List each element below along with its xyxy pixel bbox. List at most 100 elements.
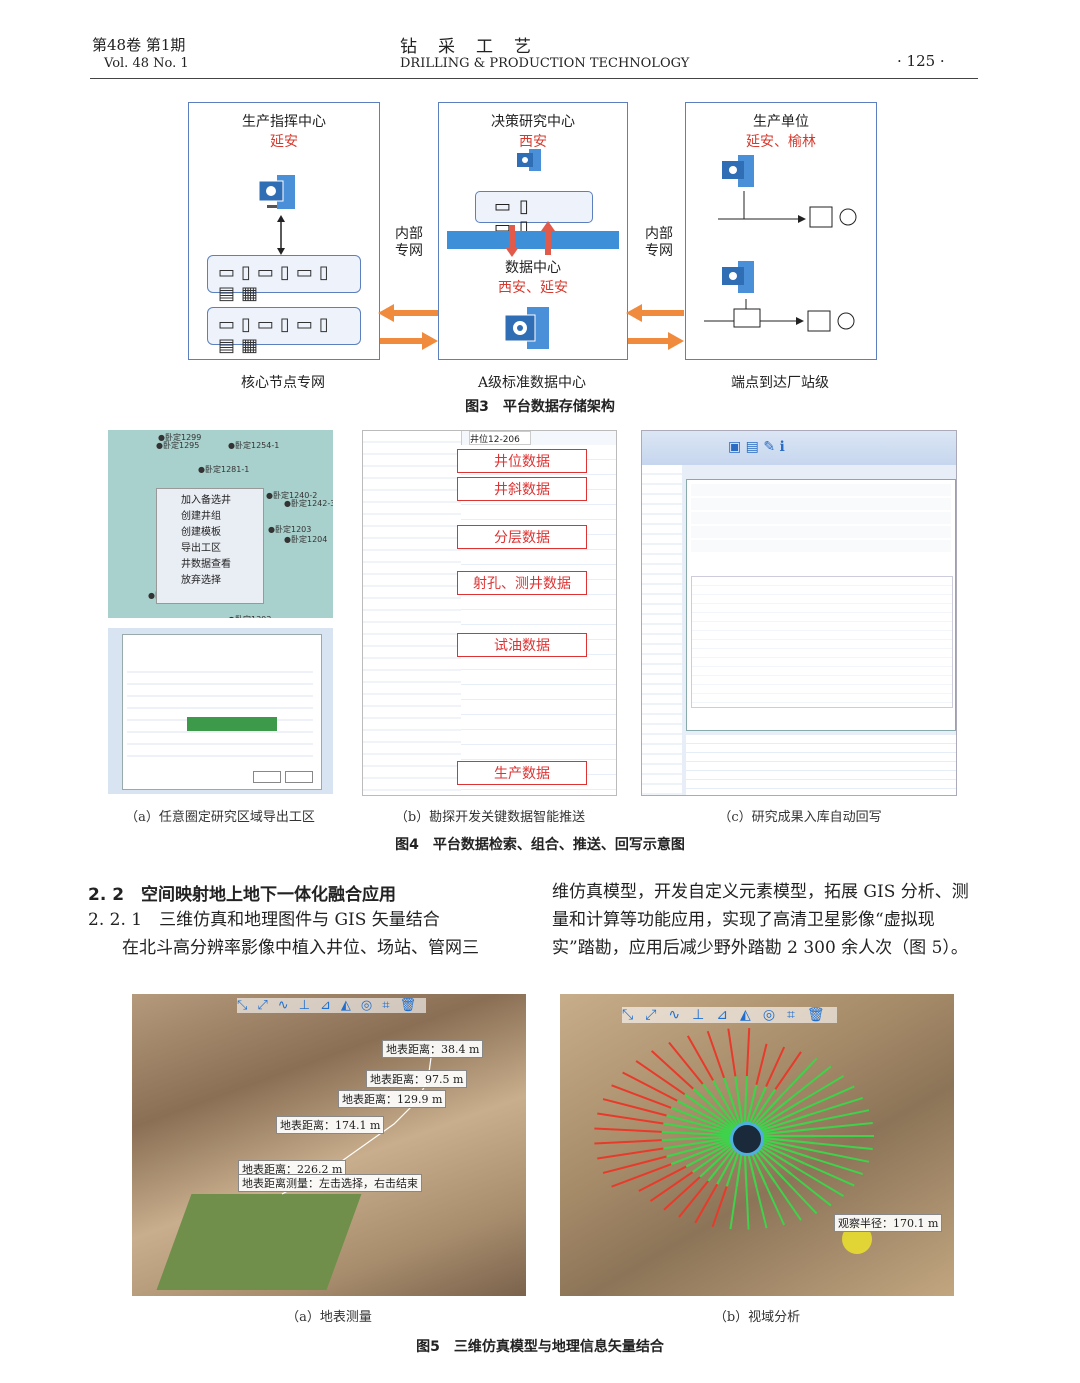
hidden-ray xyxy=(622,1071,678,1102)
data-callout: 井位数据 xyxy=(457,449,587,473)
hidden-ray xyxy=(727,1028,737,1077)
hidden-ray xyxy=(678,1180,710,1218)
hidden-ray xyxy=(611,1084,672,1109)
curve-list xyxy=(127,661,313,765)
hidden-ray xyxy=(745,1028,751,1077)
camera-link-icon xyxy=(718,191,857,228)
hidden-ray xyxy=(638,1165,687,1192)
hidden-ray xyxy=(611,1163,672,1188)
hidden-ray xyxy=(686,1035,714,1081)
right-box-title: 生产单位 xyxy=(753,114,809,130)
bottom-left-label: 核心节点专网 xyxy=(241,375,325,391)
figure-4b-caption: （b）勘探开发关键数据智能推送 xyxy=(394,810,586,825)
data-bus-band xyxy=(447,231,619,249)
hidden-ray xyxy=(791,1173,832,1207)
data-push-panel: 井位12-206 井位数据井斜数据分层数据射孔、测井数据试油数据生产数据 xyxy=(362,430,617,796)
data-tree xyxy=(363,431,462,795)
red-arrows-icon xyxy=(505,221,555,257)
map-well-label[interactable]: ●卧定1242-3 xyxy=(284,499,333,508)
context-menu-item[interactable]: 放弃选择 xyxy=(181,575,221,586)
checkbox-list[interactable] xyxy=(691,576,953,708)
hidden-ray xyxy=(783,1178,818,1215)
hidden-ray xyxy=(745,1187,750,1230)
hidden-ray xyxy=(774,1051,802,1090)
figure-4a-caption: （a）任意圈定研究区域导出工区 xyxy=(125,810,315,825)
hidden-ray xyxy=(755,1186,768,1229)
map-well-label[interactable]: ●卧定1254-1 xyxy=(228,441,280,450)
eye-icon xyxy=(730,1122,764,1156)
section-heading: 2. 2 空间映射地上地下一体化融合应用 xyxy=(88,885,397,905)
map-well-label[interactable]: ●卧定1204 xyxy=(284,535,328,544)
hidden-ray xyxy=(812,1149,870,1163)
left-tree xyxy=(642,465,682,795)
context-menu-item[interactable]: 创建井组 xyxy=(181,511,221,522)
paragraph-left: 在北斗高分辨率影像中植入井位、场站、管网三 xyxy=(122,938,479,958)
measure-label: 地表距离：174.1 m xyxy=(276,1116,385,1134)
figure-5b-caption: （b）视域分析 xyxy=(713,1310,801,1325)
bidirectional-arrow-icon xyxy=(277,215,285,255)
hidden-ray xyxy=(706,1030,725,1079)
progress-bar xyxy=(187,717,277,731)
journal-cn: 钻 采 工 艺 xyxy=(400,37,533,57)
context-menu-item[interactable]: 加入备选井 xyxy=(181,495,231,506)
hidden-ray xyxy=(765,1046,786,1087)
tab-well[interactable]: 井位12-206 xyxy=(469,431,531,445)
map-well-label[interactable]: ●卧定1299 xyxy=(158,433,202,442)
router-camera-icon xyxy=(704,299,855,332)
export-dialog-panel xyxy=(108,628,333,794)
paragraph-right-3: 实”踏勘，应用后减少野外踏勘 2 300 余人次（图 5）。 xyxy=(552,938,968,958)
cancel-button[interactable] xyxy=(285,771,313,783)
context-menu-item[interactable]: 井数据查看 xyxy=(181,559,231,570)
data-callout: 射孔、测井数据 xyxy=(457,571,587,595)
map-well-label[interactable]: ●卧定1203 xyxy=(268,525,312,534)
data-center-label: 数据中心 xyxy=(505,260,561,276)
device-group-2: ▭▯▭▯▭▯ ▤▦ xyxy=(207,307,361,356)
measure-hint: 地表距离测量：左击选择，右击结束 xyxy=(238,1174,422,1192)
hidden-ray xyxy=(635,1060,686,1096)
hidden-ray xyxy=(798,1074,845,1104)
measure-toolbar[interactable]: ⤡⤢∿⊥⊿◭◎⌗🗑 xyxy=(237,994,507,1013)
device-group-1: ▭▯▭▯▭▯ ▤▦ xyxy=(207,255,361,304)
hidden-ray xyxy=(809,1096,864,1116)
upload-dialog xyxy=(686,479,956,731)
context-menu-item[interactable]: 创建模板 xyxy=(181,527,221,538)
radius-label: 观察半径：170.1 m xyxy=(834,1214,943,1232)
bottom-mid-label: A级标准数据中心 xyxy=(477,375,587,391)
computer-icon xyxy=(722,155,754,187)
hidden-ray xyxy=(650,1050,694,1090)
ok-button[interactable] xyxy=(253,771,281,783)
hidden-ray xyxy=(597,1112,664,1125)
tool-icons[interactable]: ⤡⤢∿⊥⊿◭◎⌗🗑 xyxy=(622,1007,837,1023)
measure-label: 地表距离：97.5 m xyxy=(366,1070,468,1088)
data-center-location: 西安、延安 xyxy=(498,280,568,296)
subsection-heading: 2. 2. 1 三维仿真和地理图件与 GIS 矢量结合 xyxy=(88,910,440,930)
analysis-toolbar[interactable]: ⤡⤢∿⊥⊿◭◎⌗🗑 xyxy=(622,1004,902,1024)
network-left-label: 内部专网 xyxy=(395,226,423,259)
map-well-label[interactable]: ●卧定1281-1 xyxy=(198,465,250,474)
hidden-ray xyxy=(809,1156,864,1176)
decision-research-box: 决策研究中心 西安 ▭▯ ▭▯ 数据中心 西安、延安 xyxy=(438,102,628,360)
map-well-label[interactable]: ●卧定1240-2 xyxy=(266,491,318,500)
result-writeback-panel: ▣ ▤ ✎ ℹ xyxy=(641,430,957,796)
left-box-location: 延安 xyxy=(270,134,298,150)
left-box-title: 生产指挥中心 xyxy=(242,114,326,130)
right-box-location: 延安、榆林 xyxy=(746,134,816,150)
hidden-ray xyxy=(774,1182,802,1221)
map-well-label[interactable]: ●卧定1303 xyxy=(228,614,271,618)
toolbar-icons[interactable]: ▣ ▤ ✎ ℹ xyxy=(728,439,785,455)
hidden-ray xyxy=(602,1098,667,1117)
hidden-ray xyxy=(791,1065,832,1099)
figure-4-caption: 图4 平台数据检索、组合、推送、回写示意图 xyxy=(395,837,685,853)
ribbon-toolbar: ▣ ▤ ✎ ℹ xyxy=(642,431,956,465)
measure-label: 地表距离：129.9 m xyxy=(338,1090,447,1108)
figure-5-caption: 图5 三维仿真模型与地理信息矢量结合 xyxy=(416,1339,664,1355)
hidden-ray xyxy=(798,1168,845,1198)
tool-icons[interactable]: ⤡⤢∿⊥⊿◭◎⌗🗑 xyxy=(237,998,427,1013)
map-well-label[interactable]: ●卧定1295 xyxy=(156,441,200,450)
form-fields[interactable] xyxy=(691,484,951,554)
hidden-ray xyxy=(812,1109,870,1123)
hidden-ray xyxy=(694,1183,719,1224)
page-number: · 125 · xyxy=(897,52,945,70)
context-menu-item[interactable]: 导出工区 xyxy=(181,543,221,554)
header-rule xyxy=(90,78,978,79)
